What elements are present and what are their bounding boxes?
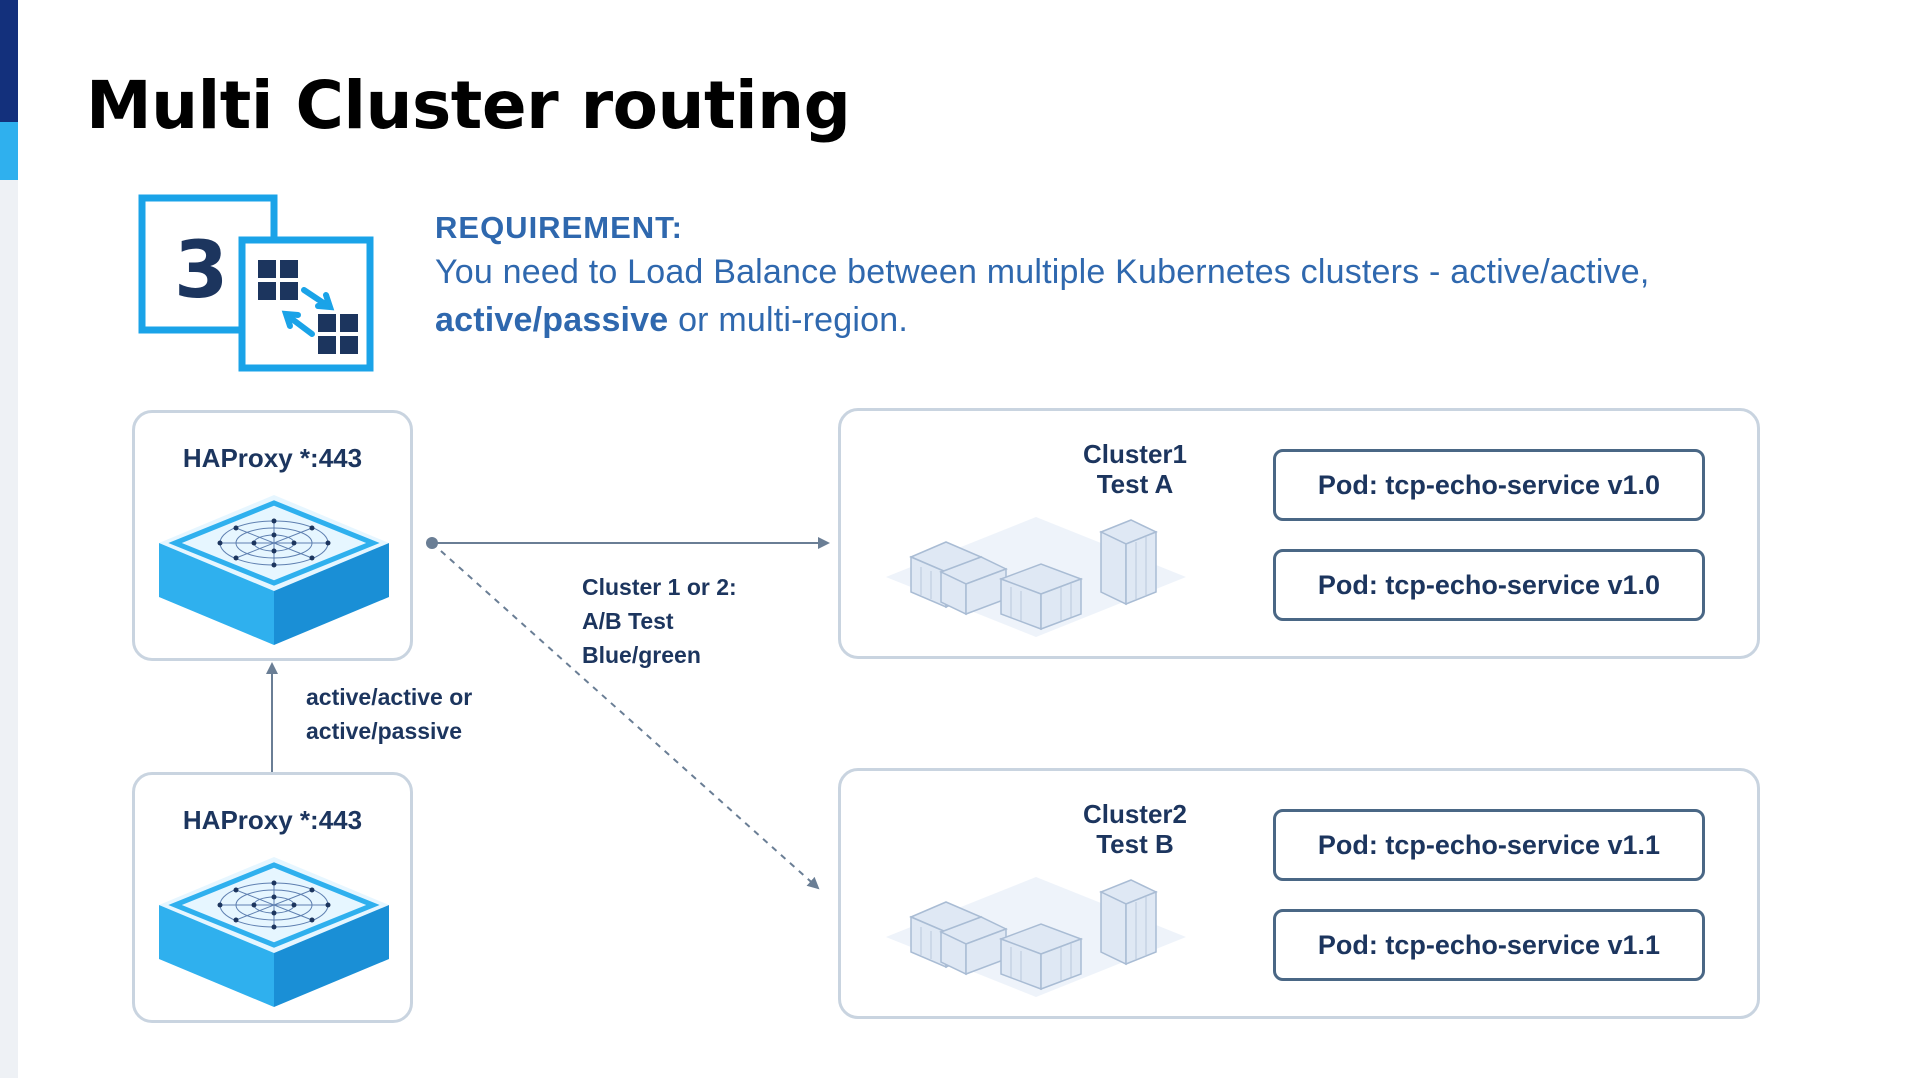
routing-label-line2: A/B Test (582, 608, 674, 634)
requirement-block: REQUIREMENT: You need to Load Balance be… (435, 208, 1755, 344)
haproxy-bottom-label: HAProxy *:443 (182, 805, 363, 835)
route-origin-dot (426, 537, 438, 549)
cluster1-name: Cluster1 (1082, 439, 1188, 469)
cluster2-containers-icon (886, 877, 1186, 997)
haproxy-bottom-box: HAProxy *:443 (132, 772, 413, 1023)
haproxy-top-icon (159, 495, 389, 645)
routing-label-line3: Blue/green (582, 642, 701, 668)
haproxy-top-label: HAProxy *:443 (182, 443, 363, 473)
cluster2-pod-1: Pod: tcp-echo-service v1.1 (1273, 809, 1705, 881)
icon-number: 3 (174, 226, 228, 316)
cluster1-pod-1: Pod: tcp-echo-service v1.0 (1273, 449, 1705, 521)
failover-label: active/active or active/passive (306, 680, 546, 748)
side-strip (0, 0, 18, 1078)
haproxy-bottom-icon (159, 857, 389, 1007)
cluster1-containers-icon (886, 517, 1186, 637)
cluster1-box: Cluster1 Test A Pod: tcp-echo-service v1… (838, 408, 1760, 659)
requirement-heading: REQUIREMENT: (435, 210, 683, 245)
routing-label-line1: Cluster 1 or 2: (582, 574, 737, 600)
failover-label-line2: active/passive (306, 718, 463, 744)
cluster2-label: Cluster2 Test B (1035, 799, 1235, 859)
requirement-emphasis: active/passive (435, 301, 669, 339)
cluster1-pod-2: Pod: tcp-echo-service v1.0 (1273, 549, 1705, 621)
cluster2-subtitle: Test B (1096, 829, 1174, 859)
cluster1-label: Cluster1 Test A (1035, 439, 1235, 499)
cluster2-box: Cluster2 Test B Pod: tcp-echo-service v1… (838, 768, 1760, 1019)
routing-label: Cluster 1 or 2: A/B Test Blue/green (582, 570, 822, 672)
failover-label-line1: active/active or (306, 684, 473, 710)
page-title: Multi Cluster routing (86, 67, 851, 144)
cluster1-subtitle: Test A (1096, 469, 1174, 499)
requirement-text: You need to Load Balance between multipl… (435, 248, 1755, 344)
side-accent-dark (0, 0, 18, 122)
cluster2-pod-2: Pod: tcp-echo-service v1.1 (1273, 909, 1705, 981)
multi-cluster-3-icon: 3 (138, 194, 374, 372)
haproxy-top-box: HAProxy *:443 (132, 410, 413, 661)
requirement-line2: or multi-region. (668, 301, 909, 339)
side-accent-light (0, 122, 18, 180)
cluster2-name: Cluster2 (1082, 799, 1188, 829)
requirement-line1: You need to Load Balance between multipl… (435, 253, 1650, 291)
